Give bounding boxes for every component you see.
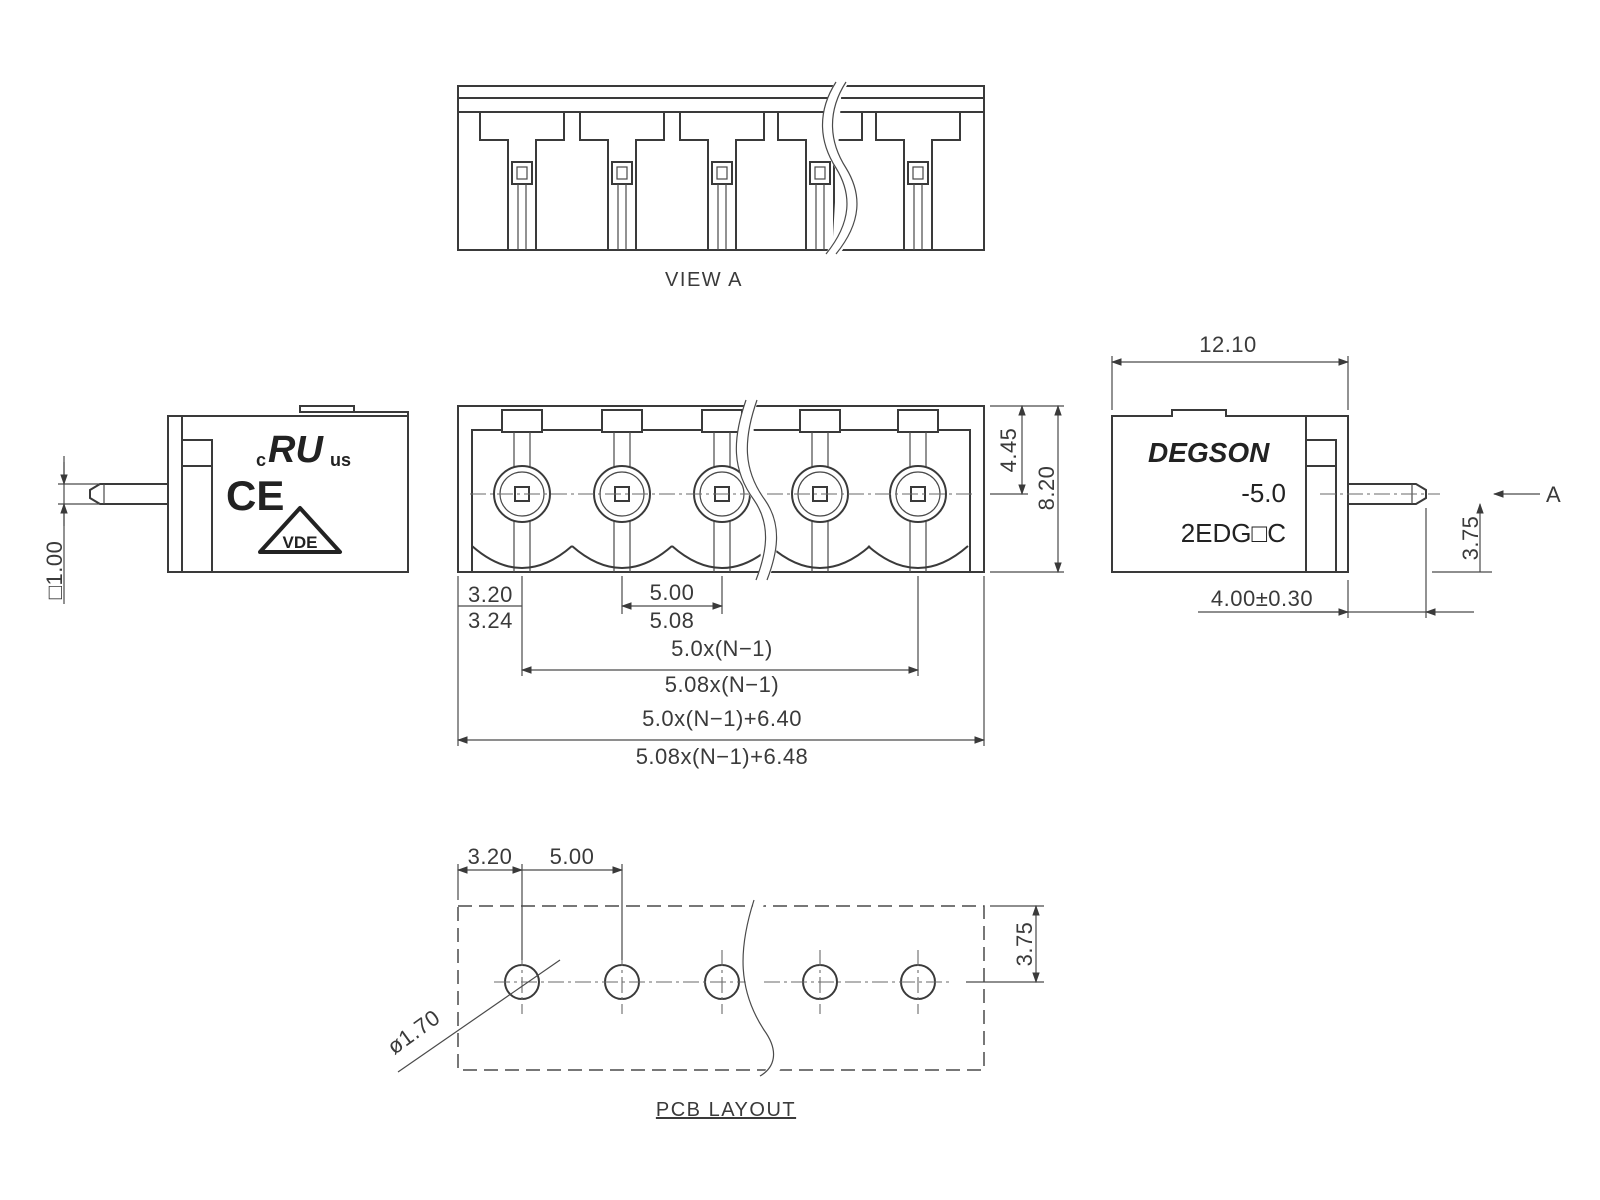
ce-logo: CE — [226, 472, 284, 519]
screw-arc — [471, 545, 573, 569]
view-a-contact — [479, 112, 565, 250]
right-side-view — [1110, 356, 1540, 618]
view-arrow-label: A — [1546, 482, 1561, 507]
pin-height-dim: 3.75 — [1458, 516, 1483, 561]
pitch-code-marking: -5.0 — [1241, 478, 1286, 508]
view-a-contact — [579, 112, 665, 250]
height-center-dim: 4.45 — [996, 428, 1021, 473]
view-a-contact — [875, 112, 961, 250]
vde-logo: VDE — [258, 506, 342, 554]
ul-c-text: c — [256, 450, 266, 470]
socket — [791, 409, 849, 572]
pitch-dim: 5.00 — [650, 580, 695, 605]
view-a-contact — [679, 112, 765, 250]
pitch-alt-dim: 5.08 — [650, 608, 695, 633]
front-view — [457, 398, 985, 583]
span-alt-dim: 5.08x(N−1) — [665, 672, 779, 697]
view-a-contact — [777, 112, 863, 250]
pcb-caption: PCB LAYOUT — [656, 1099, 796, 1121]
span-dim: 5.0x(N−1) — [671, 636, 773, 661]
ul-mark-text: RU — [268, 429, 324, 471]
screw-arc — [571, 545, 673, 569]
ul-us-text: us — [330, 450, 351, 470]
depth-dim: 12.10 — [1199, 332, 1257, 357]
series-code-marking: 2EDG□C — [1181, 518, 1286, 548]
length-alt-dim: 5.08x(N−1)+6.48 — [636, 744, 809, 769]
left-side-view — [58, 405, 409, 604]
front-dimensions — [456, 404, 1064, 746]
view-a-drawing — [457, 78, 985, 258]
pin-offset-dim: 3.20 — [468, 582, 513, 607]
pcb-row-dim: 3.75 — [1012, 922, 1037, 967]
screw-arc — [867, 545, 969, 569]
pin-offset-alt-dim: 3.24 — [468, 608, 513, 633]
screw-arc — [769, 545, 871, 569]
hole-dia-dim: ø1.70 — [382, 1005, 444, 1060]
ul-logo: c RU us — [256, 429, 351, 471]
view-a-caption: VIEW A — [665, 269, 743, 291]
height-total-dim: 8.20 — [1034, 466, 1059, 511]
brand-marking: DEGSON — [1148, 437, 1270, 468]
pcb-offset-dim: 3.20 — [468, 844, 513, 869]
pin-square-dim: □1.00 — [42, 541, 67, 600]
pin-length-dim: 4.00±0.30 — [1211, 586, 1313, 611]
vde-text: VDE — [283, 533, 318, 552]
length-dim: 5.0x(N−1)+6.40 — [642, 706, 802, 731]
pcb-pitch-dim: 5.00 — [550, 844, 595, 869]
pcb-layout — [397, 864, 1044, 1081]
